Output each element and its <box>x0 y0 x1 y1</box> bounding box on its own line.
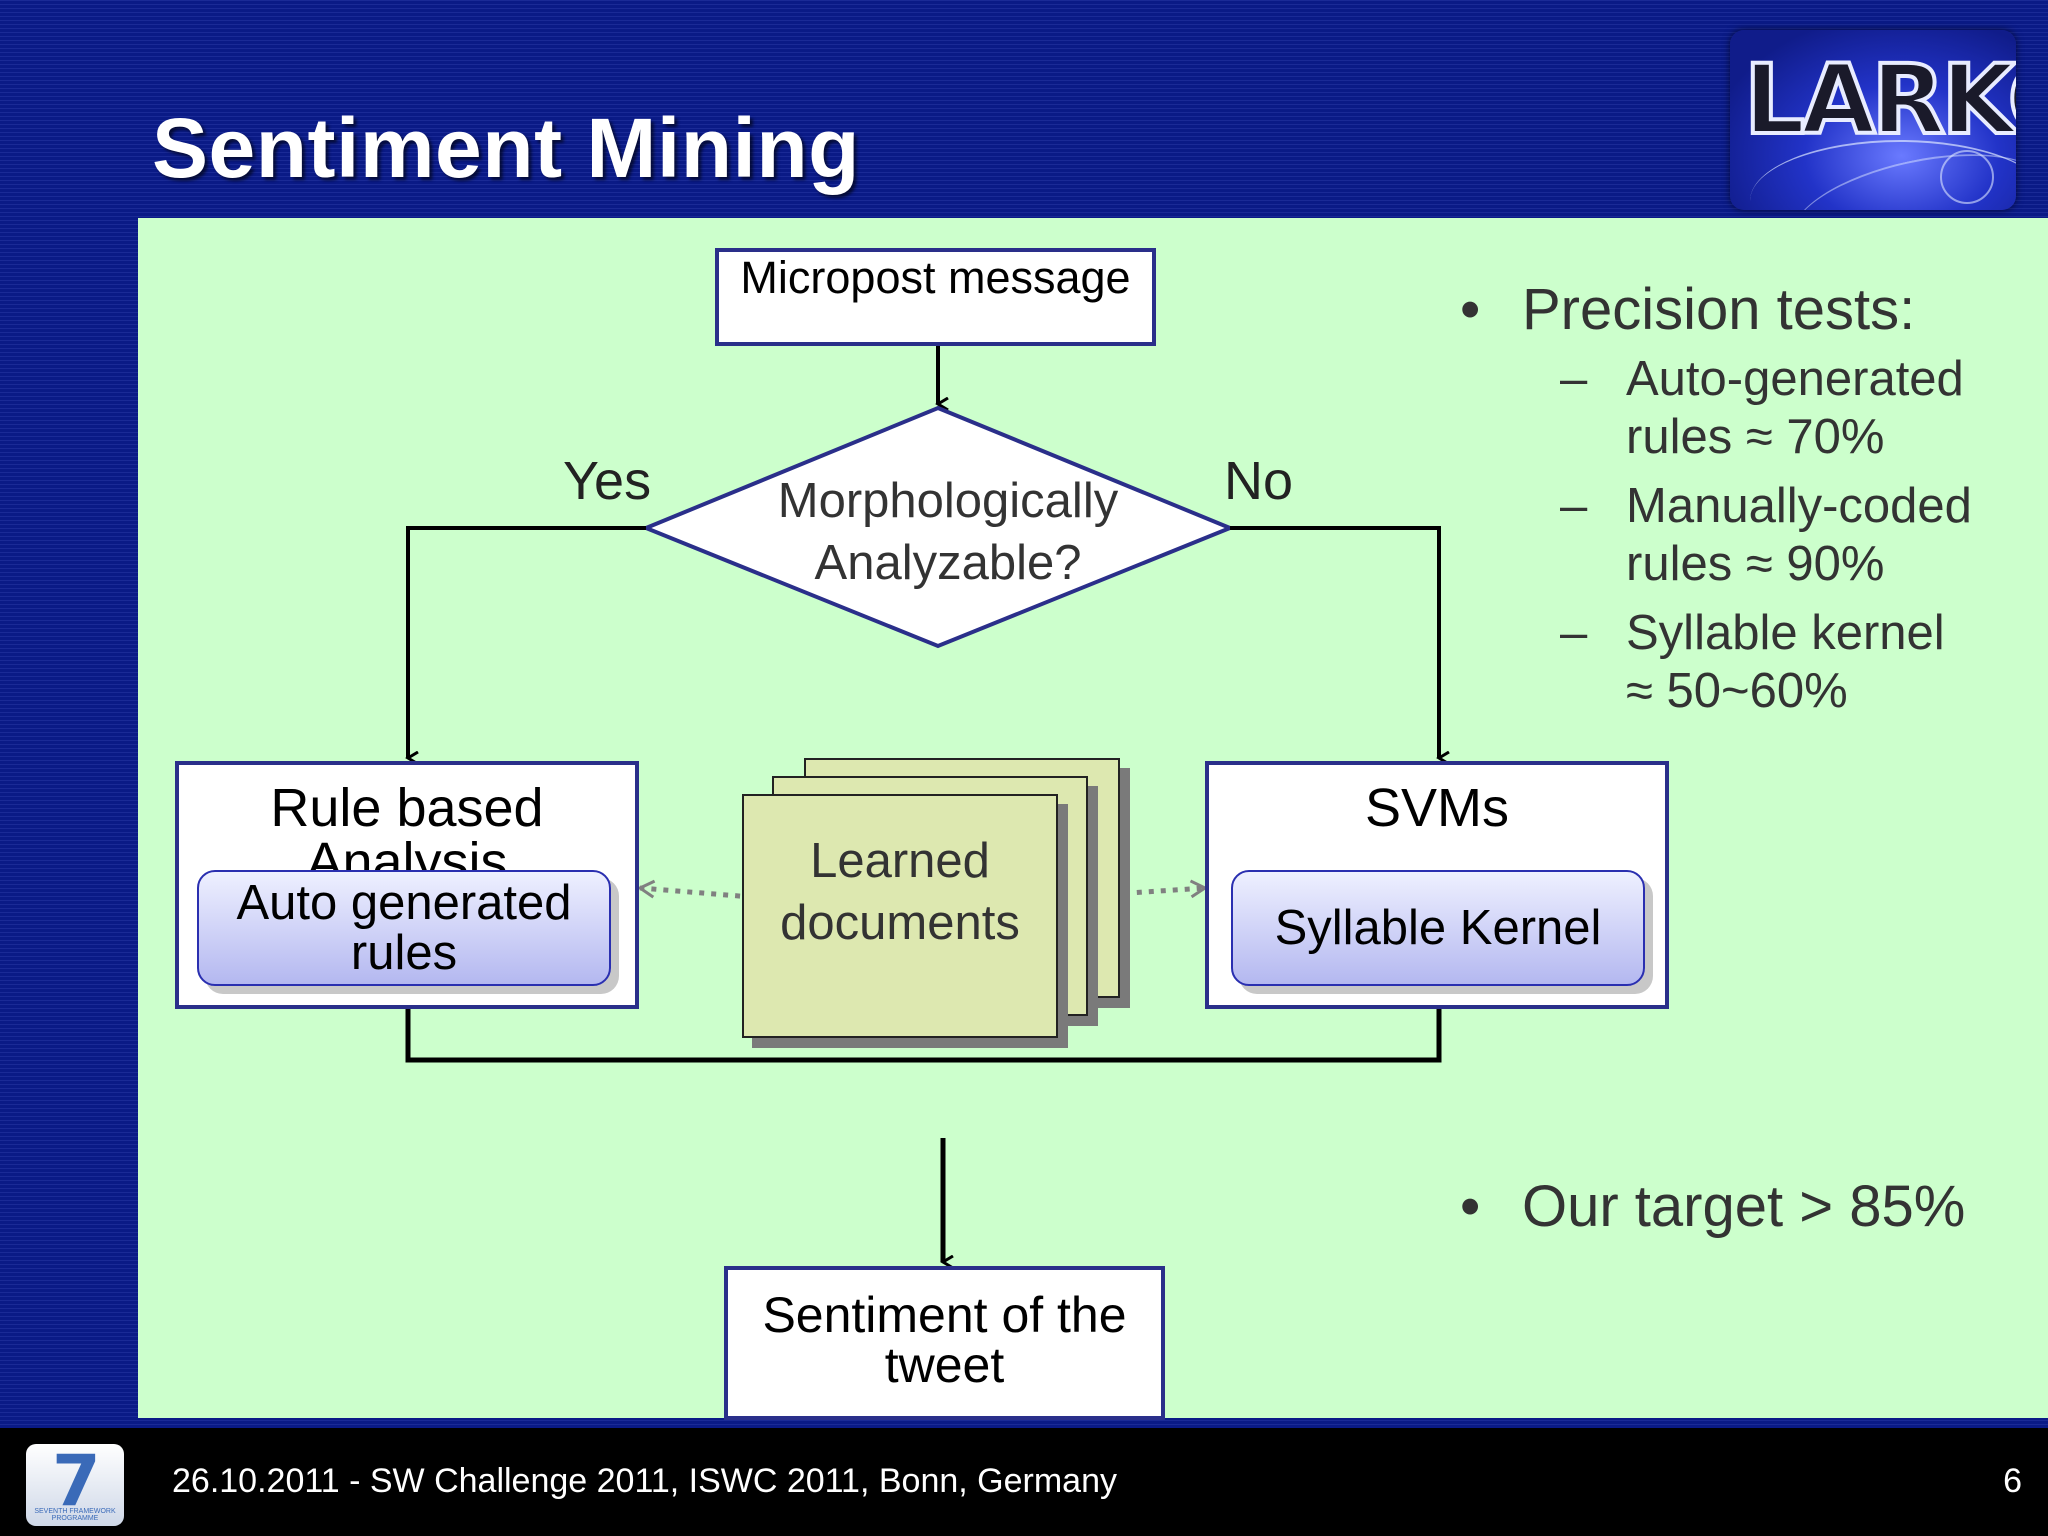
yes-label: Yes <box>563 451 652 511</box>
sub-item-line: rules ≈ 70% <box>1626 410 1885 464</box>
no-label: No <box>1224 451 1294 511</box>
slide-title: Sentiment Mining <box>152 101 860 195</box>
merge-line <box>405 1009 1442 1063</box>
dash: – <box>1560 479 1588 533</box>
input-box: Micropost message <box>715 248 1156 346</box>
logo-text: LARKC <box>1742 42 2016 158</box>
decision-label: Morphologically Analyzable? <box>777 474 1119 590</box>
footer-bar: 7 SEVENTH FRAMEWORK PROGRAMME 26.10.2011… <box>0 1428 2048 1536</box>
dash: – <box>1560 606 1588 660</box>
sub-item-text: Syllable kernel≈ 50~60% <box>1626 604 1945 720</box>
sub-item-line: rules ≈ 90% <box>1626 537 1885 591</box>
footer-text: 26.10.2011 - SW Challenge 2011, ISWC 201… <box>172 1462 1117 1500</box>
fp7-logo: 7 SEVENTH FRAMEWORK PROGRAMME <box>26 1440 124 1526</box>
slide-content: Micropost message Morphologically Analyz… <box>138 218 2048 1420</box>
learned-documents-label: Learned documents <box>780 834 1020 950</box>
logo-curve <box>1750 140 2016 210</box>
sub-item-line: Syllable kernel <box>1626 606 1945 660</box>
dash: – <box>1560 352 1588 406</box>
output-box: Sentiment of the tweet <box>724 1266 1165 1420</box>
decision-diamond <box>640 405 1236 649</box>
precision-title: Precision tests: <box>1522 277 1916 342</box>
fp7-caption: SEVENTH FRAMEWORK PROGRAMME <box>34 1508 116 1522</box>
sub-item-line: Manually-coded <box>1626 479 1972 533</box>
flowchart-connectors <box>138 346 2048 1418</box>
syllable-kernel-pill: Syllable Kernel <box>1231 870 1645 986</box>
precision-bullet: • Precision tests: <box>1460 276 1915 343</box>
sub-item-line: Auto-generated <box>1626 352 1964 406</box>
logo-ring <box>1940 150 1994 204</box>
page-number: 6 <box>2003 1462 2022 1500</box>
target-text: Our target > 85% <box>1522 1174 1966 1239</box>
larkc-logo: LARKC <box>1730 30 2016 210</box>
document-stack-front <box>742 794 1058 1038</box>
svm-title: SVMs <box>1364 778 1510 838</box>
bullet-dot: • <box>1460 1174 1481 1239</box>
sub-item-line: ≈ 50~60% <box>1626 664 1848 718</box>
fp7-seven-icon: 7 <box>52 1440 101 1522</box>
dotted-arrow-to-rules <box>636 879 765 901</box>
bullet-dot: • <box>1460 277 1481 342</box>
arrow-no-branch <box>1230 526 1439 758</box>
auto-generated-rules-pill: Auto generated rules <box>197 870 611 986</box>
arrow-yes-branch <box>408 526 646 758</box>
target-bullet: • Our target > 85% <box>1460 1173 1965 1240</box>
